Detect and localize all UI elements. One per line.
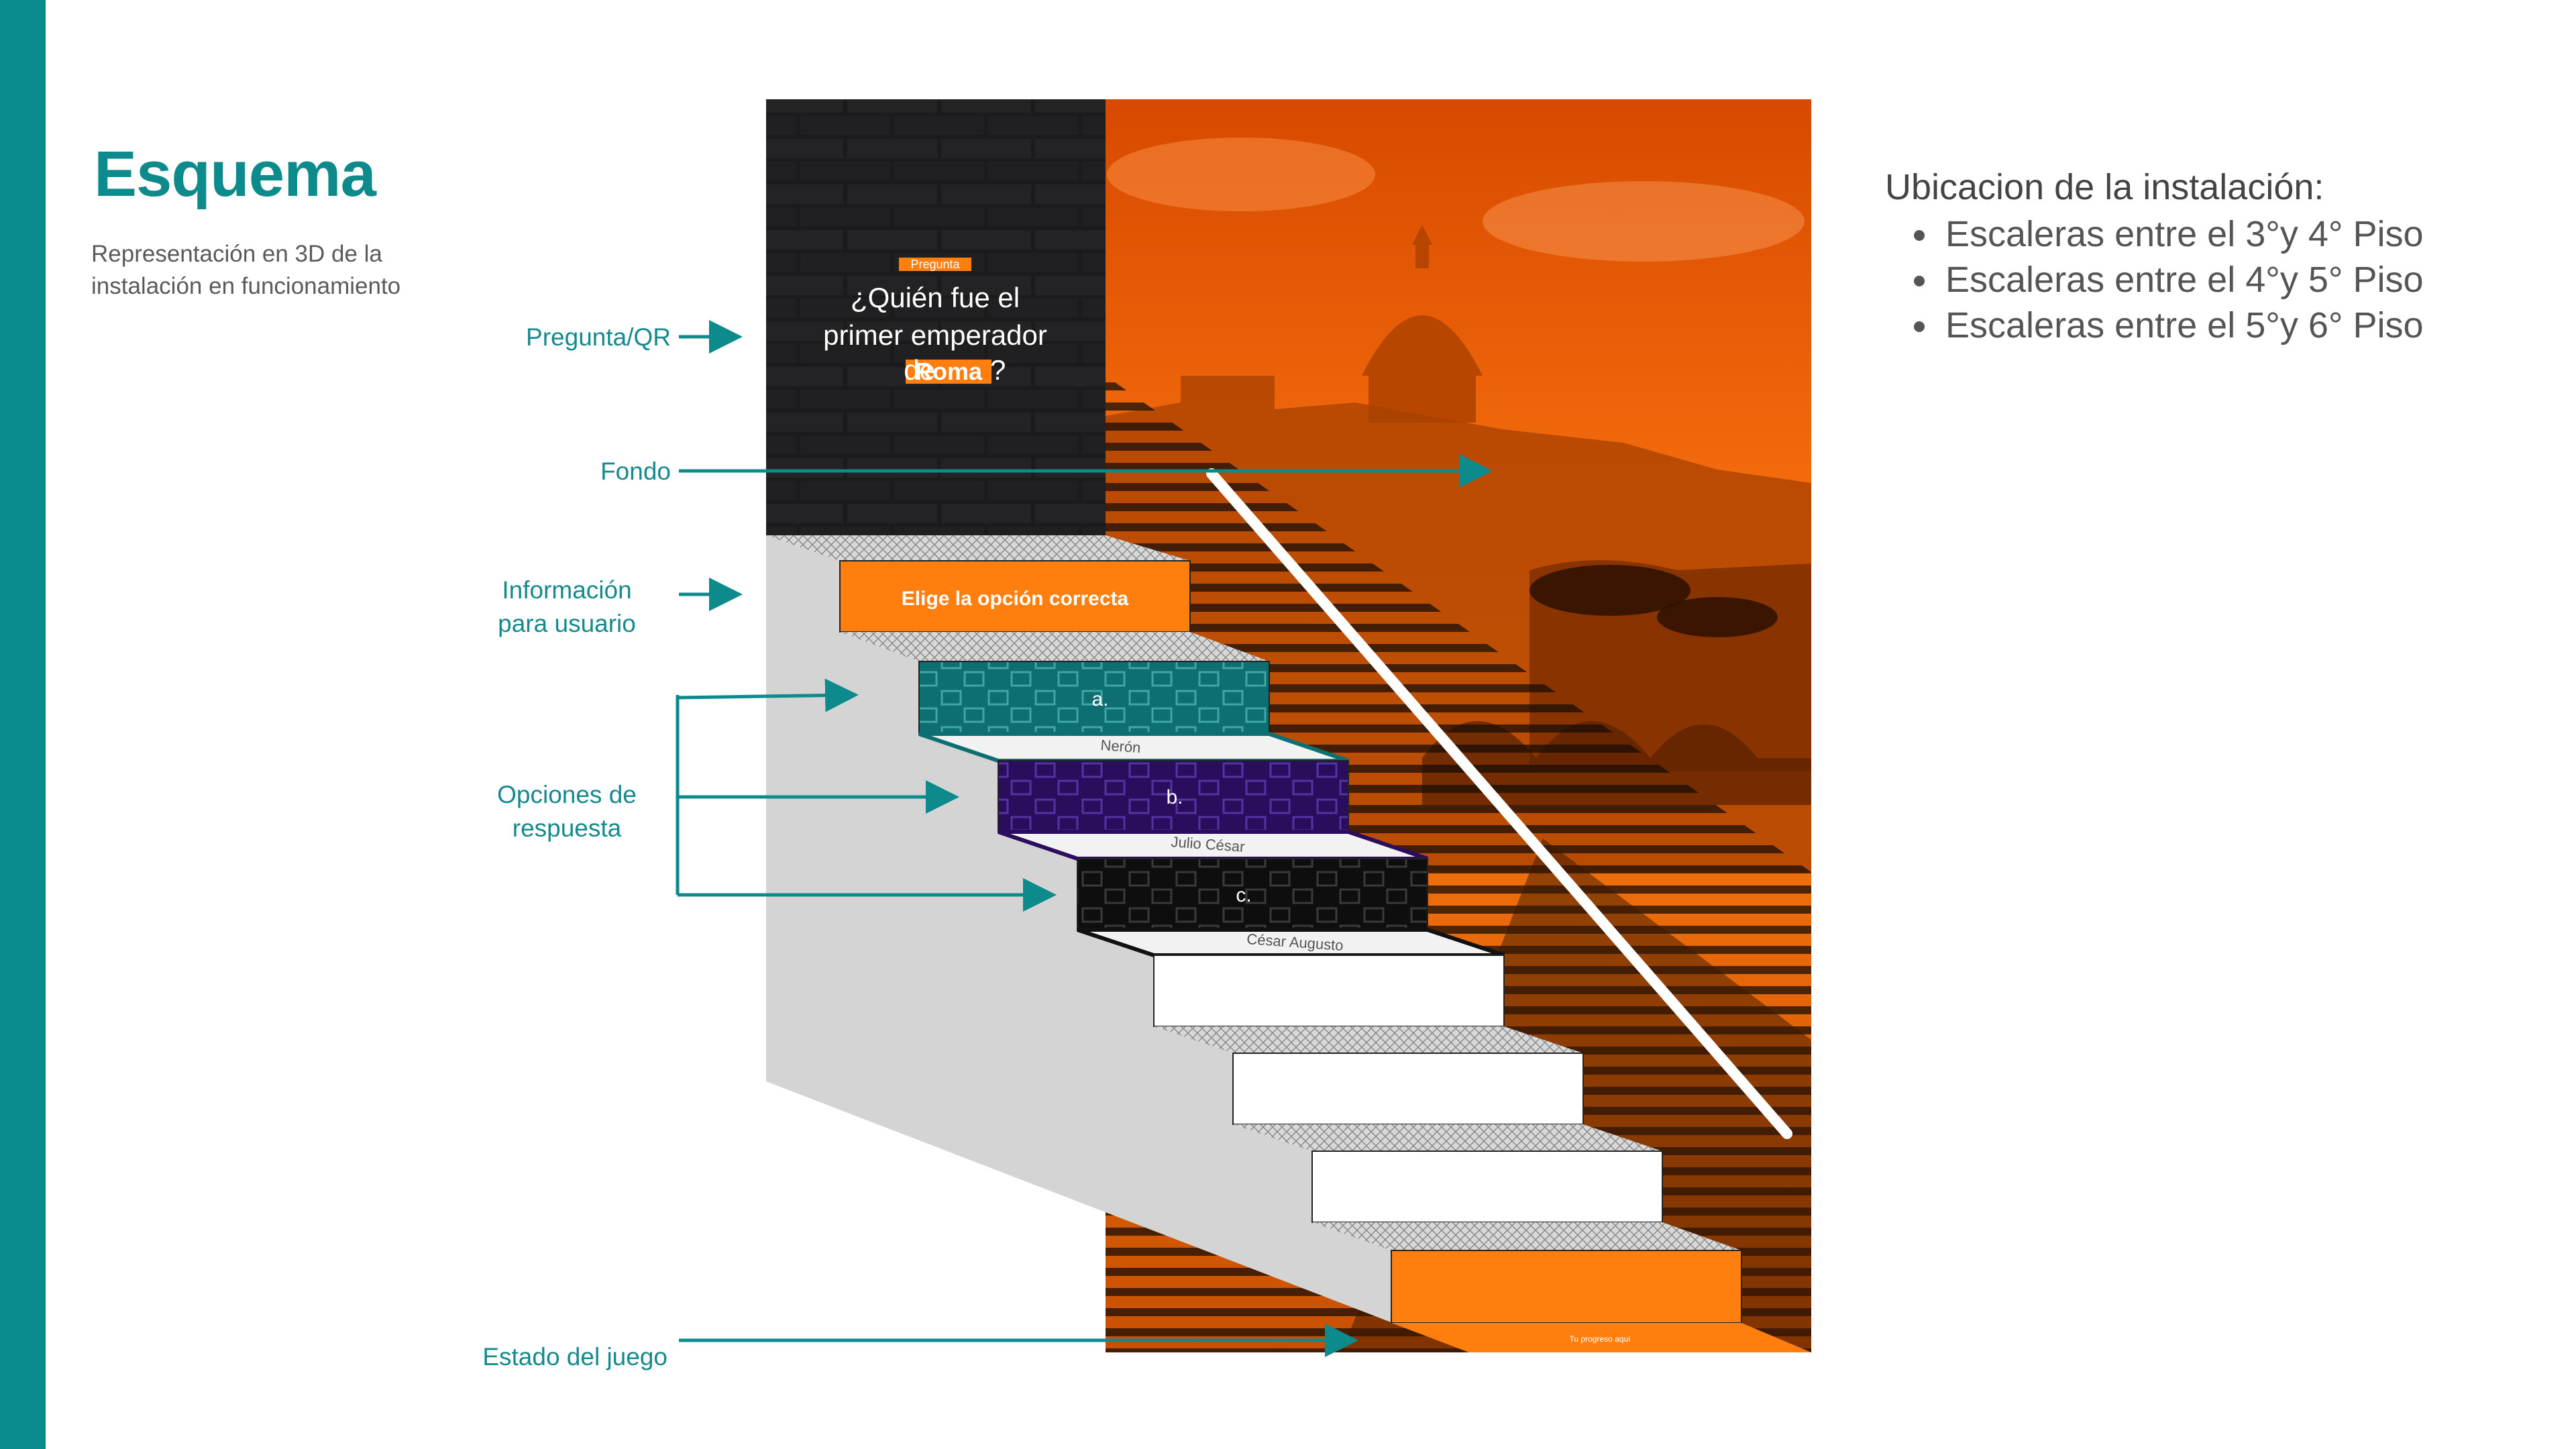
status-text: Tu progreso aquí xyxy=(1570,1334,1631,1344)
label-opciones-line2: respuesta xyxy=(512,814,622,842)
page-title: Esquema xyxy=(94,138,376,210)
step-tread xyxy=(766,535,1190,561)
label-opciones: Opciones de respuesta xyxy=(470,778,664,845)
page-subtitle: Representación en 3D de la instalación e… xyxy=(91,241,401,299)
question-suffix: ? xyxy=(990,354,1006,386)
step-tread xyxy=(1154,1026,1583,1053)
answer-a-text: Nerón xyxy=(1100,737,1142,756)
location-item: Escaleras entre el 4°y 5° Piso xyxy=(1940,257,2424,303)
handrail xyxy=(1206,468,1792,1139)
annotation-arrows xyxy=(676,320,1493,1357)
step-riser-option-b xyxy=(998,760,1349,833)
question-screen-wall xyxy=(766,99,1106,535)
question-line-1: ¿Quién fue el xyxy=(851,282,1020,313)
location-item: Escaleras entre el 5°y 6° Piso xyxy=(1940,303,2424,348)
option-a-letter: a. xyxy=(1091,688,1108,710)
step-7 xyxy=(1233,1124,1663,1223)
left-accent-bar xyxy=(0,0,46,1449)
step-tread xyxy=(840,632,1269,661)
label-informacion: Información para usuario xyxy=(470,574,664,641)
step-option-c: Julio César c. xyxy=(998,830,1428,930)
step-riser-blank xyxy=(1153,955,1505,1027)
location-heading: Ubicacion de la instalación: xyxy=(1885,167,2324,207)
status-floor xyxy=(1391,1323,1811,1352)
arrow-opcion-a xyxy=(677,678,859,712)
label-fondo: Fondo xyxy=(600,458,671,485)
step-option-a: a. xyxy=(840,632,1270,735)
option-c-letter: c. xyxy=(1236,884,1251,906)
instruction-text: Elige la opción correcta xyxy=(902,588,1129,610)
question-highlight-word: Roma xyxy=(915,358,983,385)
step-option-b: Nerón b. xyxy=(918,732,1349,833)
step-6 xyxy=(1154,1026,1584,1125)
step-5: César Augusto xyxy=(1077,928,1505,1027)
step-instruction: Elige la opción correcta xyxy=(766,535,1191,633)
question-line-3-prefix: de xyxy=(904,354,935,386)
step-riser-instruction xyxy=(839,560,1191,633)
question-line-2: primer emperador xyxy=(823,319,1047,351)
question-highlight-bg xyxy=(906,360,991,384)
label-opciones-line1: Opciones de xyxy=(497,781,637,808)
step-riser-blank xyxy=(1311,1150,1663,1223)
option-b-letter: b. xyxy=(1166,786,1183,808)
step-tread xyxy=(1312,1222,1741,1250)
location-item: Escaleras entre el 3°y 4° Piso xyxy=(1940,211,2424,257)
question-tag: Pregunta xyxy=(910,258,960,271)
step-riser-status xyxy=(1391,1250,1742,1324)
step-riser-option-c xyxy=(1077,858,1428,930)
step-riser-blank xyxy=(1232,1053,1584,1125)
label-estado-juego: Estado del juego xyxy=(482,1343,667,1371)
question-tag-bg xyxy=(899,258,971,271)
question-panel: Pregunta ¿Quién fue el primer emperador … xyxy=(823,258,1047,386)
label-informacion-line1: Información xyxy=(502,576,632,604)
label-pregunta-qr: Pregunta/QR xyxy=(526,323,671,351)
location-list: Escaleras entre el 3°y 4° Piso Escaleras… xyxy=(1885,211,2424,348)
label-informacion-line2: para usuario xyxy=(498,610,636,637)
step-game-status: Tu progreso aquí xyxy=(1312,1222,1811,1352)
step-riser-option-a xyxy=(918,661,1270,735)
step-tread xyxy=(1233,1124,1662,1151)
